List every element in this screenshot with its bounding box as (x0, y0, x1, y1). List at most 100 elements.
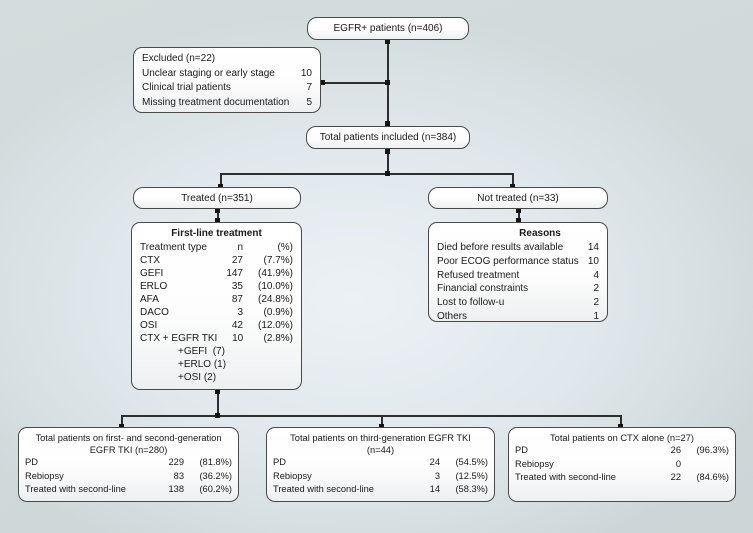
reasons-rows: Died before results available 14 Poor EC… (437, 241, 599, 324)
junction-dot (516, 208, 521, 213)
junction-dot (215, 413, 220, 418)
outcome-row: Rebiopsy 0 (515, 458, 729, 472)
title-line: Total patients on first- and second-gene… (35, 433, 222, 443)
treatment-sub-row: +OSI (2) (178, 372, 217, 383)
treatment-row: GEFI 147 (41.9%) (140, 267, 293, 280)
excluded-title: Excluded (n=22) (142, 53, 216, 64)
treatment-sub-row: +ERLO (1) (178, 359, 227, 370)
row-label: CTX + EGFR TKI (140, 333, 218, 344)
row-label: Poor ECOG performance status (437, 255, 579, 267)
outcome-row: Rebiopsy 3 (12.5%) (273, 470, 488, 484)
excluded-row: Clinical trial patients 7 (142, 81, 312, 96)
excluded-row: Unclear staging or early stage 10 (142, 67, 312, 82)
connector-line (381, 415, 383, 428)
header-n: n (237, 242, 243, 253)
reason-row: Financial constraints 2 (437, 282, 599, 296)
junction-dot (385, 171, 390, 176)
junction-dot (215, 208, 220, 213)
junction-dot (385, 80, 390, 85)
row-n: 138 (168, 484, 184, 494)
title-line: (n=44) (366, 445, 395, 455)
row-n: 27 (231, 255, 243, 266)
treatment-row: AFA 87 (24.8%) (140, 293, 293, 306)
excluded-row: Missing treatment documentation 5 (142, 96, 312, 111)
connector-line (121, 415, 123, 428)
row-value: 4 (593, 269, 599, 281)
row-pct: (54.5%) (455, 457, 488, 467)
box-gen12-tki: Total patients on first- and second-gene… (18, 427, 239, 502)
treatment-row: CTX + EGFR TKI 10 (2.8%) (140, 332, 293, 345)
first-line-title: First-line treatment (171, 228, 262, 239)
box-egfr-patients-label: EGFR+ patients (n=406) (333, 23, 443, 34)
row-n: 35 (231, 281, 243, 292)
row-label: Treated with second-line (273, 484, 374, 494)
first-line-rows: CTX 27 (7.7%) GEFI 147 (41.9%) ERLO 35 (… (140, 254, 293, 345)
row-n: 83 (173, 470, 184, 481)
row-pct: (12.0%) (257, 320, 293, 331)
outcome-row: Treated with second-line 138 (60.2%) (25, 483, 232, 497)
box-first-line-treatment: First-line treatment Treatment type n (%… (131, 222, 302, 390)
row-n: 229 (168, 457, 184, 467)
row-pct: (7.7%) (263, 255, 293, 266)
connector-line (620, 415, 622, 428)
first-line-header-row: Treatment type n (%) (140, 241, 293, 254)
junction-dot (516, 218, 521, 223)
ctx-alone-title: Total patients on CTX alone (n=27) (515, 432, 729, 444)
first-line-sub-rows: +GEFI (7) +ERLO (1) +OSI (2) (140, 345, 293, 384)
row-label: Refused treatment (437, 269, 520, 281)
reason-row: Poor ECOG performance status 10 (437, 255, 599, 269)
connector-line (217, 390, 219, 416)
connector-line (322, 82, 388, 84)
row-n: 10 (232, 333, 244, 344)
row-label: CTX (140, 255, 160, 266)
treatment-row: CTX 27 (7.7%) (140, 254, 293, 267)
connector-line (518, 209, 520, 223)
outcome-row: PD 26 (96.3%) (515, 444, 729, 458)
gen12-title: Total patients on first- and second-gene… (25, 432, 232, 456)
row-pct: (2.8%) (263, 333, 293, 344)
gen3-title: Total patients on third-generation EGFR … (273, 432, 488, 456)
row-label: PD (273, 457, 286, 467)
row-pct: (10.0%) (257, 281, 293, 292)
treatment-sub-row: +GEFI (7) (178, 346, 225, 357)
header-pct: (%) (277, 242, 293, 253)
row-value: 1 (593, 310, 599, 322)
excluded-title-row: Excluded (n=22) (142, 52, 312, 67)
reasons-title: Reasons (519, 228, 561, 239)
row-label: OSI (140, 320, 158, 331)
box-treated: Treated (n=351) (133, 187, 301, 209)
row-label: ERLO (140, 281, 168, 292)
junction-dot (215, 218, 220, 223)
row-pct: (24.8%) (257, 294, 293, 305)
row-pct: (84.6%) (696, 472, 729, 482)
row-label: Rebiopsy (515, 458, 554, 469)
outcome-row: Treated with second-line 14 (58.3%) (273, 483, 488, 497)
row-n: 42 (231, 320, 243, 331)
title-line: Total patients on third-generation EGFR … (290, 433, 471, 443)
reason-row: Others 1 (437, 310, 599, 324)
row-pct: (96.3%) (696, 445, 729, 455)
row-label: PD (515, 445, 528, 455)
row-n: 26 (670, 445, 681, 455)
outcome-row: Rebiopsy 83 (36.2%) (25, 470, 232, 484)
row-pct: (58.3%) (455, 484, 488, 494)
row-label: Rebiopsy (25, 470, 64, 481)
row-label: Rebiopsy (273, 470, 312, 481)
row-label: Unclear staging or early stage (142, 67, 275, 79)
row-pct: (41.9%) (257, 268, 293, 279)
junction-dot (215, 389, 220, 394)
treatment-row: DACO 3 (0.9%) (140, 306, 293, 319)
box-total-included-label: Total patients included (n=384) (319, 132, 457, 143)
row-pct: (81.8%) (199, 457, 232, 467)
excluded-rows: Unclear staging or early stage 10 Clinic… (142, 67, 312, 111)
row-n: 14 (429, 484, 440, 494)
row-label: Lost to follow-u (437, 297, 505, 309)
outcome-row: PD 24 (54.5%) (273, 456, 488, 470)
connector-line (217, 209, 219, 223)
connector-line (512, 173, 514, 188)
treatment-row: OSI 42 (12.0%) (140, 319, 293, 332)
row-label: Financial constraints (437, 283, 529, 295)
connector-line (220, 173, 222, 188)
connector-line (387, 149, 389, 174)
